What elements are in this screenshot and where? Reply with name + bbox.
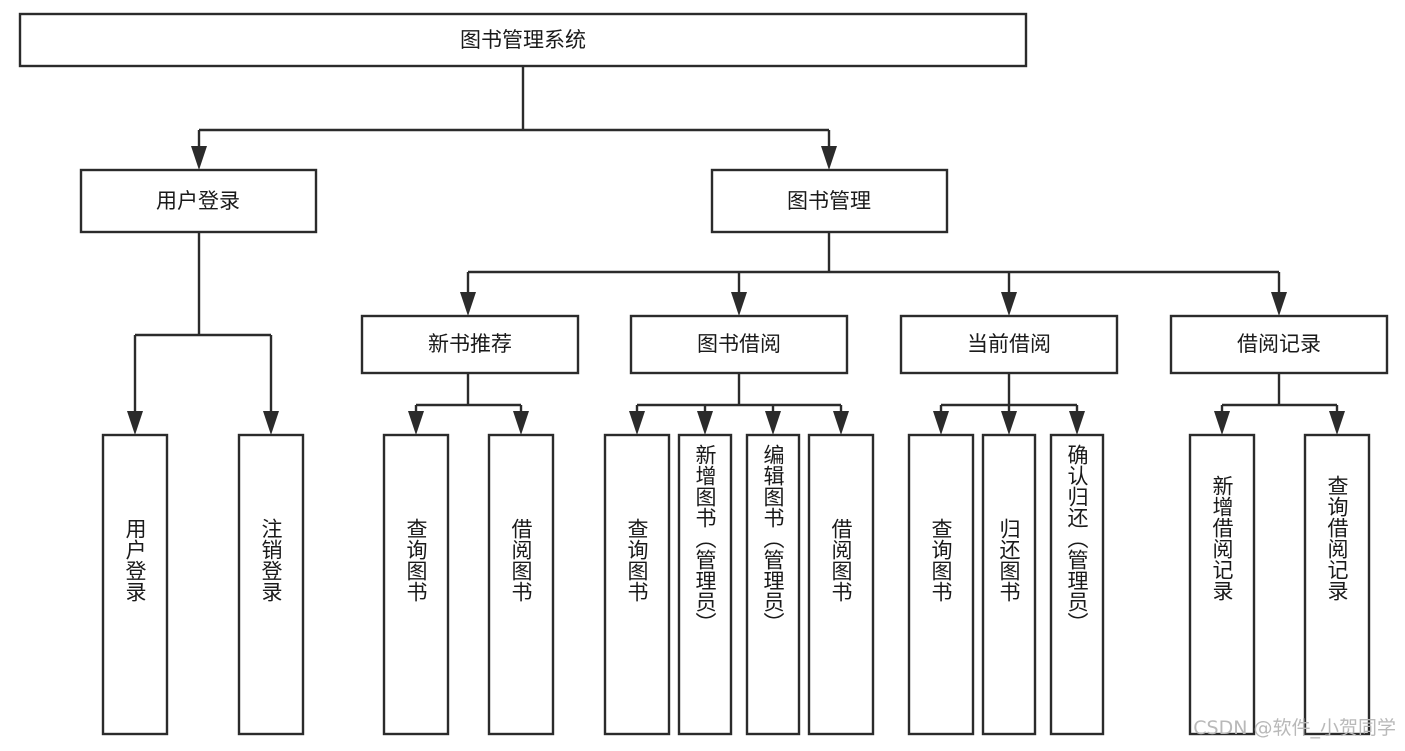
node-leaf-edit-book-admin-box[interactable] <box>745 433 801 736</box>
arrow-head-leaf-edit-book-admin <box>765 411 781 435</box>
node-user-login-box[interactable] <box>79 168 318 234</box>
watermark-label: CSDN @软件_小贺同学 <box>1193 717 1396 739</box>
node-leaf-query-book-1-label: 查询图书 <box>404 518 428 602</box>
arrow-head-book-management <box>821 146 837 170</box>
node-book-management-label: 图书管理 <box>787 189 871 213</box>
arrow-head-leaf-borrow-book-2 <box>833 411 849 435</box>
node-borrow-record-label: 借阅记录 <box>1237 332 1321 356</box>
node-leaf-add-book-admin[interactable]: 新增图书（管理员） <box>677 433 733 736</box>
node-root[interactable]: 图书管理系统 <box>18 12 1028 68</box>
node-leaf-query-borrow-record-label: 查询借阅记录 <box>1325 475 1349 601</box>
node-leaf-return-book-label: 归还图书 <box>997 518 1021 602</box>
node-leaf-query-book-1[interactable]: 查询图书 <box>382 433 450 736</box>
arrow-head-leaf-logout-login <box>263 411 279 435</box>
arrow-head-new-book-recommend <box>460 292 476 316</box>
arrow-head-current-borrow <box>1001 292 1017 316</box>
node-leaf-query-book-3-box[interactable] <box>907 433 975 736</box>
node-leaf-query-book-2[interactable]: 查询图书 <box>603 433 671 736</box>
arrow-head-borrow-record <box>1271 292 1287 316</box>
connector-group-root <box>191 66 837 170</box>
node-leaf-user-login-box[interactable] <box>101 433 169 736</box>
connector-group-user-login <box>127 232 279 435</box>
node-leaf-confirm-return-admin-box[interactable] <box>1049 433 1105 736</box>
arrow-head-book-borrow <box>731 292 747 316</box>
connector-group-book-borrow <box>629 373 849 435</box>
node-leaf-borrow-book-2-label: 借阅图书 <box>829 518 853 602</box>
node-leaf-add-borrow-record-box[interactable] <box>1188 433 1256 736</box>
node-leaf-add-borrow-record-label: 新增借阅记录 <box>1210 475 1234 601</box>
node-leaf-borrow-book-2-box[interactable] <box>807 433 875 736</box>
node-leaf-borrow-book-1-label: 借阅图书 <box>509 518 533 602</box>
node-leaf-borrow-book-1-box[interactable] <box>487 433 555 736</box>
node-current-borrow[interactable]: 当前借阅 <box>899 314 1119 375</box>
arrow-head-leaf-user-login <box>127 411 143 435</box>
node-book-borrow[interactable]: 图书借阅 <box>629 314 849 375</box>
node-leaf-query-borrow-record-box[interactable] <box>1303 433 1371 736</box>
arrow-head-leaf-query-book-3 <box>933 411 949 435</box>
arrow-head-leaf-confirm-return-admin <box>1069 411 1085 435</box>
connector-group-new-book-recommend <box>408 373 529 435</box>
node-leaf-borrow-book-2[interactable]: 借阅图书 <box>807 433 875 736</box>
node-borrow-record-box[interactable] <box>1169 314 1389 375</box>
node-leaf-query-book-2-label: 查询图书 <box>625 518 649 602</box>
node-leaf-query-book-3-label: 查询图书 <box>929 518 953 602</box>
arrow-head-leaf-query-borrow-record <box>1329 411 1345 435</box>
node-leaf-query-book-3[interactable]: 查询图书 <box>907 433 975 736</box>
node-user-login[interactable]: 用户登录 <box>79 168 318 234</box>
node-leaf-query-borrow-record[interactable]: 查询借阅记录 <box>1303 433 1371 736</box>
node-new-book-recommend[interactable]: 新书推荐 <box>360 314 580 375</box>
node-leaf-query-book-1-box[interactable] <box>382 433 450 736</box>
arrow-head-leaf-add-book-admin <box>697 411 713 435</box>
node-current-borrow-box[interactable] <box>899 314 1119 375</box>
connector-group-current-borrow <box>933 373 1085 435</box>
node-root-label: 图书管理系统 <box>460 28 586 52</box>
connector-group-borrow-record <box>1214 373 1345 435</box>
node-leaf-add-book-admin-box[interactable] <box>677 433 733 736</box>
node-leaf-add-book-admin-label: 新增图书（管理员） <box>693 444 717 633</box>
connector-group-book-management <box>460 232 1287 316</box>
node-leaf-add-borrow-record[interactable]: 新增借阅记录 <box>1188 433 1256 736</box>
node-borrow-record[interactable]: 借阅记录 <box>1169 314 1389 375</box>
node-book-borrow-box[interactable] <box>629 314 849 375</box>
node-leaf-logout-login-box[interactable] <box>237 433 305 736</box>
arrow-head-leaf-query-book-1 <box>408 411 424 435</box>
node-book-management[interactable]: 图书管理 <box>710 168 949 234</box>
arrow-head-leaf-return-book <box>1001 411 1017 435</box>
node-root-box[interactable] <box>18 12 1028 68</box>
node-leaf-user-login[interactable]: 用户登录 <box>101 433 169 736</box>
arrow-head-user-login <box>191 146 207 170</box>
node-leaf-confirm-return-admin[interactable]: 确认归还（管理员） <box>1049 433 1105 736</box>
node-new-book-recommend-label: 新书推荐 <box>428 332 512 356</box>
node-leaf-logout-login[interactable]: 注销登录 <box>237 433 305 736</box>
node-book-borrow-label: 图书借阅 <box>697 332 781 356</box>
node-leaf-query-book-2-box[interactable] <box>603 433 671 736</box>
node-leaf-confirm-return-admin-label: 确认归还（管理员） <box>1065 444 1089 633</box>
node-leaf-return-book-box[interactable] <box>981 433 1037 736</box>
arrow-head-leaf-query-book-2 <box>629 411 645 435</box>
node-user-login-label: 用户登录 <box>156 189 240 213</box>
node-leaf-edit-book-admin-label: 编辑图书（管理员） <box>761 444 785 633</box>
arrow-head-leaf-borrow-book-1 <box>513 411 529 435</box>
node-leaf-user-login-label: 用户登录 <box>123 518 147 602</box>
node-leaf-edit-book-admin[interactable]: 编辑图书（管理员） <box>745 433 801 736</box>
node-leaf-logout-login-label: 注销登录 <box>259 518 283 602</box>
node-current-borrow-label: 当前借阅 <box>967 332 1051 356</box>
node-leaf-borrow-book-1[interactable]: 借阅图书 <box>487 433 555 736</box>
node-book-management-box[interactable] <box>710 168 949 234</box>
arrow-head-leaf-add-borrow-record <box>1214 411 1230 435</box>
node-leaf-return-book[interactable]: 归还图书 <box>981 433 1037 736</box>
node-new-book-recommend-box[interactable] <box>360 314 580 375</box>
